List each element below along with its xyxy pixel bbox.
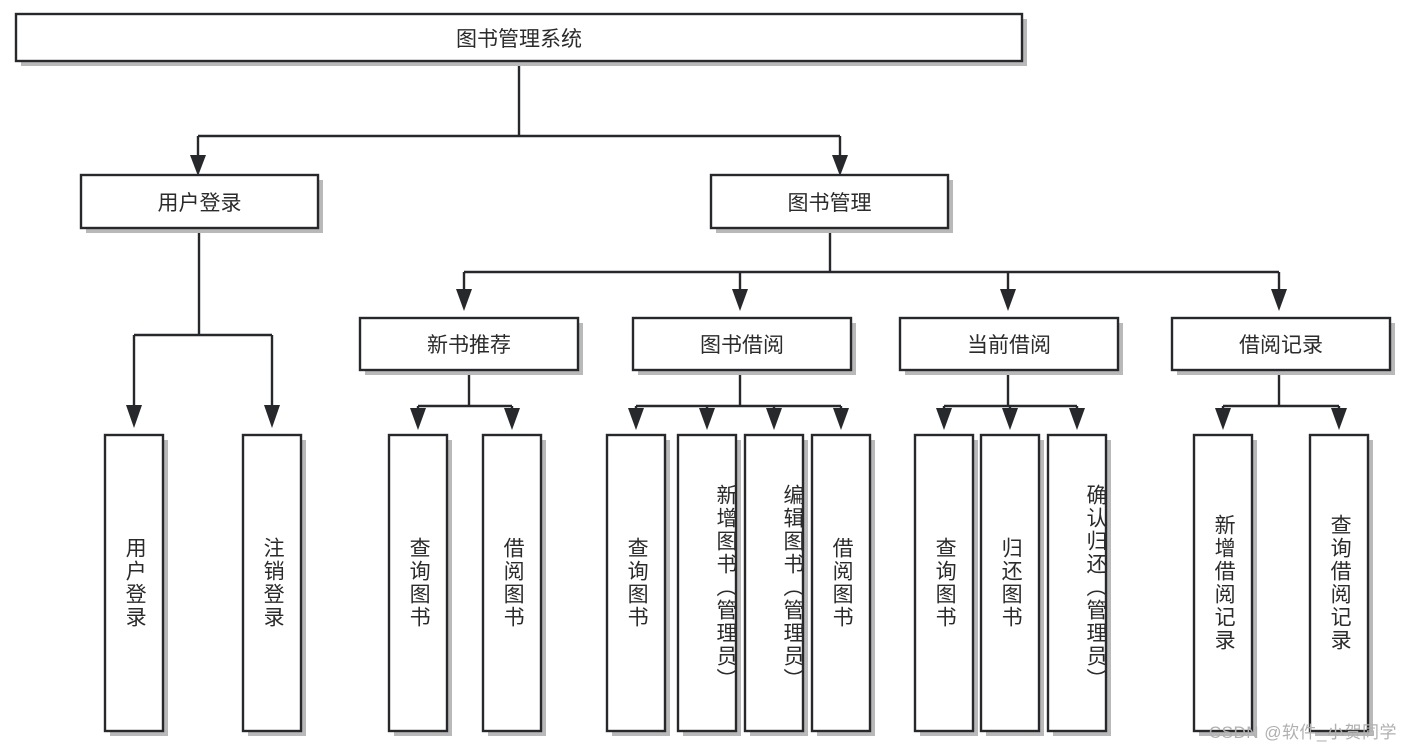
node-new-book-recommend[interactable]: [358, 316, 583, 375]
leaf-user-login-logout[interactable]: [241, 433, 306, 736]
connector-userlogin-to-leaves: [126, 233, 280, 428]
connector-borrowrecord-to-leaves: [1215, 374, 1347, 430]
leaf-bookborrow-borrow[interactable]: [810, 433, 875, 736]
leaf-currentborrow-return[interactable]: [979, 433, 1044, 736]
leaf-user-login-login[interactable]: [103, 433, 168, 736]
leaf-bookborrow-edit[interactable]: [743, 433, 808, 736]
leaf-borrowrecord-add[interactable]: [1192, 433, 1257, 736]
node-book-borrow[interactable]: [631, 316, 856, 375]
connector-bookmgmt-to-level2: [456, 233, 1287, 311]
connector-bookborrow-to-leaves: [628, 374, 849, 430]
leaf-newbook-borrow[interactable]: [481, 433, 546, 736]
connector-root-to-level1: [190, 66, 848, 176]
leaf-borrowrecord-query[interactable]: [1308, 433, 1373, 736]
node-user-login[interactable]: [79, 173, 323, 233]
leaf-bookborrow-query[interactable]: [605, 433, 670, 736]
connector-currentborrow-to-leaves: [936, 374, 1085, 430]
node-borrow-record[interactable]: [1170, 316, 1395, 375]
leaf-currentborrow-query[interactable]: [913, 433, 978, 736]
node-root[interactable]: [14, 12, 1027, 66]
node-current-borrow[interactable]: [898, 316, 1123, 375]
leaf-newbook-query[interactable]: [387, 433, 452, 736]
node-book-management[interactable]: [709, 173, 953, 233]
connector-newbook-to-leaves: [410, 374, 520, 430]
leaf-bookborrow-add[interactable]: [676, 433, 741, 736]
leaf-currentborrow-confirm[interactable]: [1046, 433, 1111, 736]
